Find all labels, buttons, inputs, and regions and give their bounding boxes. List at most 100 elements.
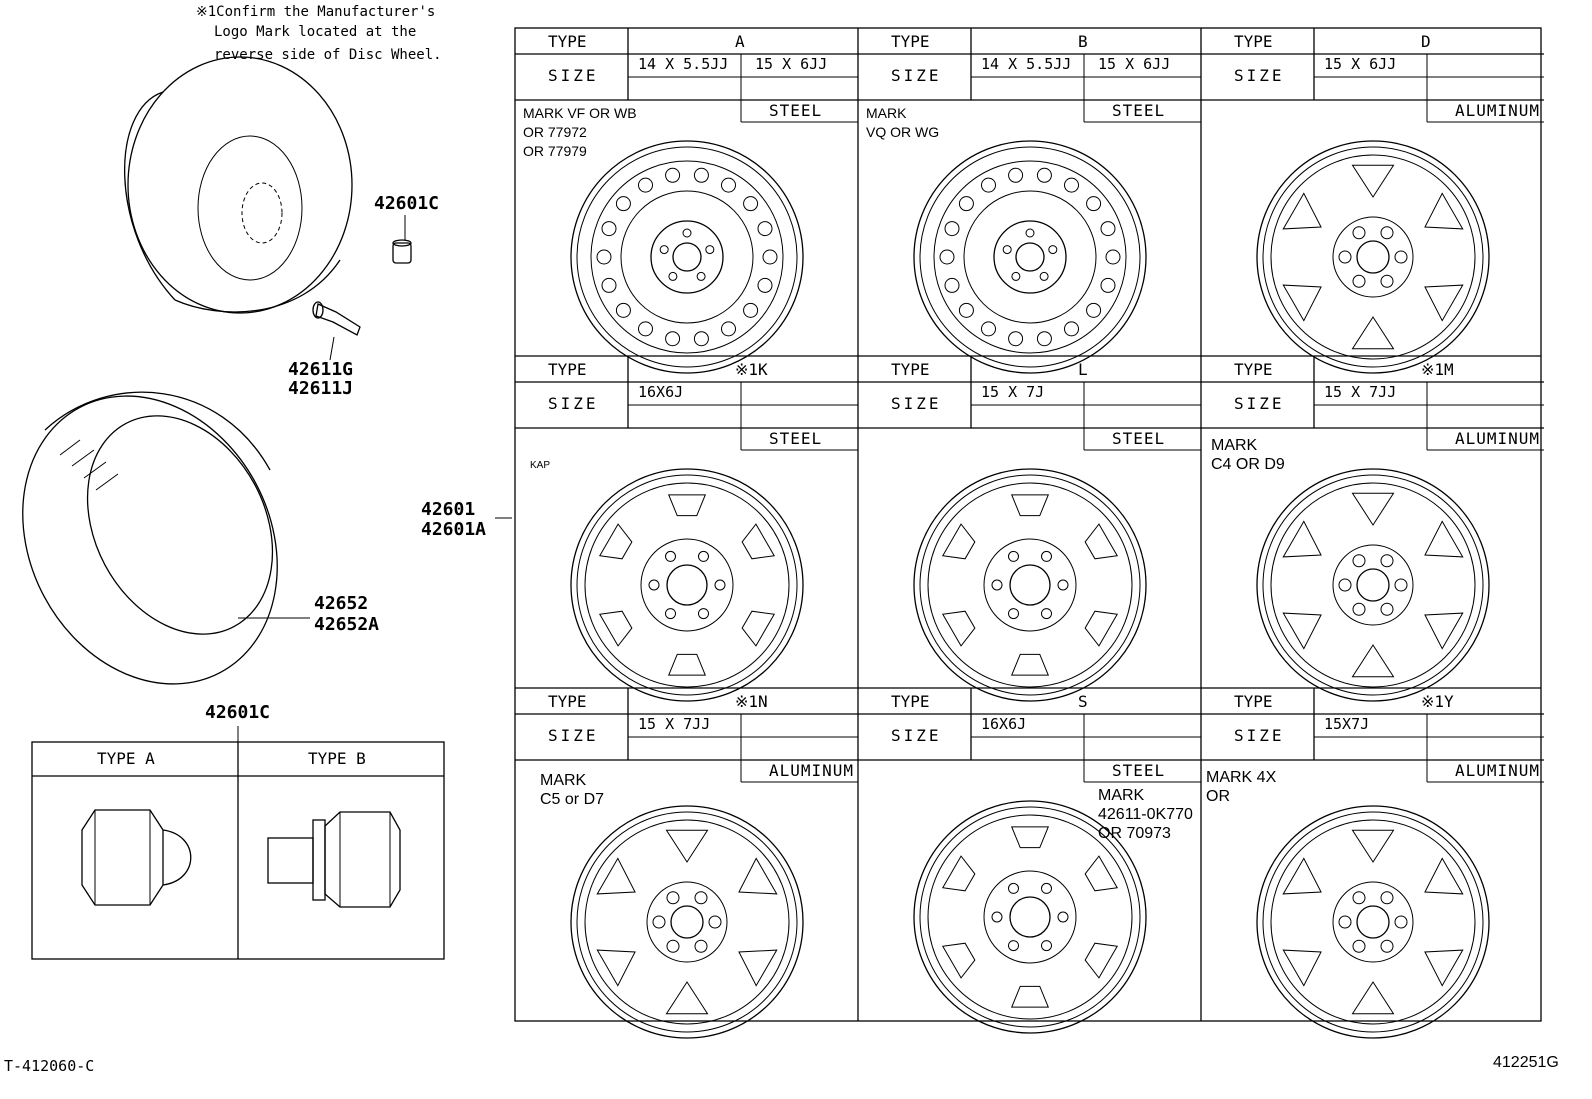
wheel-drawing-6 <box>570 805 804 1039</box>
part-number-valve-a: 42611G <box>288 359 354 380</box>
wheel-drawing-8 <box>1256 805 1490 1039</box>
material-4: STEEL <box>1112 429 1166 448</box>
nut-table <box>31 726 445 960</box>
mark-text-1-0: MARK <box>866 105 907 121</box>
size-label-6: SIZE <box>548 726 599 745</box>
wheel-cell-7 <box>858 688 1201 783</box>
type-value-3: ※1K <box>735 360 768 379</box>
mark-text-0-0: MARK VF OR WB <box>523 105 637 121</box>
wheel-cell-0 <box>515 28 858 123</box>
spare-wheel-drawing <box>123 56 353 314</box>
mark-text-1-1: VQ OR WG <box>866 124 940 140</box>
size-label-8: SIZE <box>1234 726 1285 745</box>
mark-text-3-0: KAP <box>530 460 551 471</box>
type-label-3: TYPE <box>548 360 587 379</box>
type-label-0: TYPE <box>548 32 587 51</box>
wheel-cell-2 <box>1201 28 1544 123</box>
type-value-6: ※1N <box>735 692 768 711</box>
part-number-cap: 42601C <box>374 193 440 214</box>
size-label-4: SIZE <box>891 394 942 413</box>
type-value-1: B <box>1078 32 1088 51</box>
footer-code-right: 412251G <box>1493 1054 1559 1071</box>
wheel-drawing-5 <box>1256 468 1490 702</box>
mark-text-5-0: MARK <box>1211 437 1258 454</box>
material-3: STEEL <box>769 429 823 448</box>
hub-cap-nut-drawing <box>392 215 412 264</box>
size-value-7-a: 16X6J <box>981 715 1027 733</box>
type-label-7: TYPE <box>891 692 930 711</box>
part-number-valve-b: 42611J <box>288 378 354 399</box>
size-value-0-a: 14 X 5.5JJ <box>638 55 729 73</box>
note-line-1: ※1Confirm the Manufacturer's <box>196 4 436 20</box>
wheel-cell-6 <box>515 688 858 783</box>
size-label-2: SIZE <box>1234 66 1285 85</box>
size-label-1: SIZE <box>891 66 942 85</box>
wheel-drawing-2 <box>1256 140 1490 374</box>
material-5: ALUMINUM <box>1455 429 1541 448</box>
wheel-cell-8 <box>1201 688 1544 783</box>
wheel-cell-3 <box>515 356 858 451</box>
nut-type-b-label: TYPE B <box>308 749 366 768</box>
wheel-drawing-1 <box>913 140 1147 374</box>
valve-stem-drawing <box>312 301 361 361</box>
mark-text-7-1: 42611-0K770 <box>1098 806 1193 823</box>
mark-text-7-0: MARK <box>1098 787 1145 804</box>
size-value-2-a: 15 X 6JJ <box>1324 55 1397 73</box>
part-number-wheel-b: 42601A <box>421 519 487 540</box>
size-value-6-a: 15 X 7JJ <box>638 715 711 733</box>
mark-text-6-1: C5 or D7 <box>540 791 605 808</box>
type-value-5: ※1M <box>1421 360 1454 379</box>
type-value-4: L <box>1078 360 1088 379</box>
wheel-type-grid <box>514 27 1544 1022</box>
wheel-cell-4 <box>858 356 1201 451</box>
material-8: ALUMINUM <box>1455 761 1541 780</box>
material-0: STEEL <box>769 101 823 120</box>
material-1: STEEL <box>1112 101 1166 120</box>
wheel-cell-1 <box>858 28 1201 123</box>
type-value-8: ※1Y <box>1421 692 1454 711</box>
mark-text-0-1: OR 77972 <box>523 124 587 140</box>
material-2: ALUMINUM <box>1455 101 1541 120</box>
size-label-5: SIZE <box>1234 394 1285 413</box>
nut-type-a-label: TYPE A <box>97 749 155 768</box>
size-value-4-a: 15 X 7J <box>981 383 1045 401</box>
mark-text-6-0: MARK <box>540 772 587 789</box>
mark-text-7-2: OR 70973 <box>1098 825 1171 842</box>
part-number-tire-b: 42652A <box>314 614 380 635</box>
wheel-drawing-0 <box>570 140 804 374</box>
type-label-6: TYPE <box>548 692 587 711</box>
part-number-tire-a: 42652 <box>314 593 369 614</box>
size-label-3: SIZE <box>548 394 599 413</box>
wheel-cell-5 <box>1201 356 1544 451</box>
mark-text-8-1: OR <box>1206 788 1230 805</box>
part-number-nut: 42601C <box>205 702 271 723</box>
size-value-1-b: 15 X 6JJ <box>1098 55 1171 73</box>
type-value-2: D <box>1421 32 1431 51</box>
size-label-7: SIZE <box>891 726 942 745</box>
type-label-5: TYPE <box>1234 360 1273 379</box>
size-value-8-a: 15X7J <box>1324 715 1370 733</box>
size-value-5-a: 15 X 7JJ <box>1324 383 1397 401</box>
wheel-drawing-4 <box>913 468 1147 702</box>
material-6: ALUMINUM <box>769 761 855 780</box>
wheel-drawing-3 <box>570 468 804 702</box>
mark-text-0-2: OR 77979 <box>523 143 587 159</box>
size-value-1-a: 14 X 5.5JJ <box>981 55 1072 73</box>
note-line-3: reverse side of Disc Wheel. <box>214 47 442 63</box>
part-number-wheel-a: 42601 <box>421 499 476 520</box>
type-value-7: S <box>1078 692 1088 711</box>
type-value-0: A <box>735 32 745 51</box>
size-value-3-a: 16X6J <box>638 383 684 401</box>
note-line-2: Logo Mark located at the <box>214 24 417 40</box>
footer-code-left: T-412060-C <box>4 1057 95 1075</box>
type-label-8: TYPE <box>1234 692 1273 711</box>
mark-text-5-1: C4 OR D9 <box>1211 456 1285 473</box>
tire-drawing <box>22 391 310 685</box>
type-label-2: TYPE <box>1234 32 1273 51</box>
wheel-drawing-7 <box>913 800 1147 1034</box>
size-label-0: SIZE <box>548 66 599 85</box>
type-label-1: TYPE <box>891 32 930 51</box>
type-label-4: TYPE <box>891 360 930 379</box>
mark-text-8-0: MARK 4X <box>1206 769 1277 786</box>
